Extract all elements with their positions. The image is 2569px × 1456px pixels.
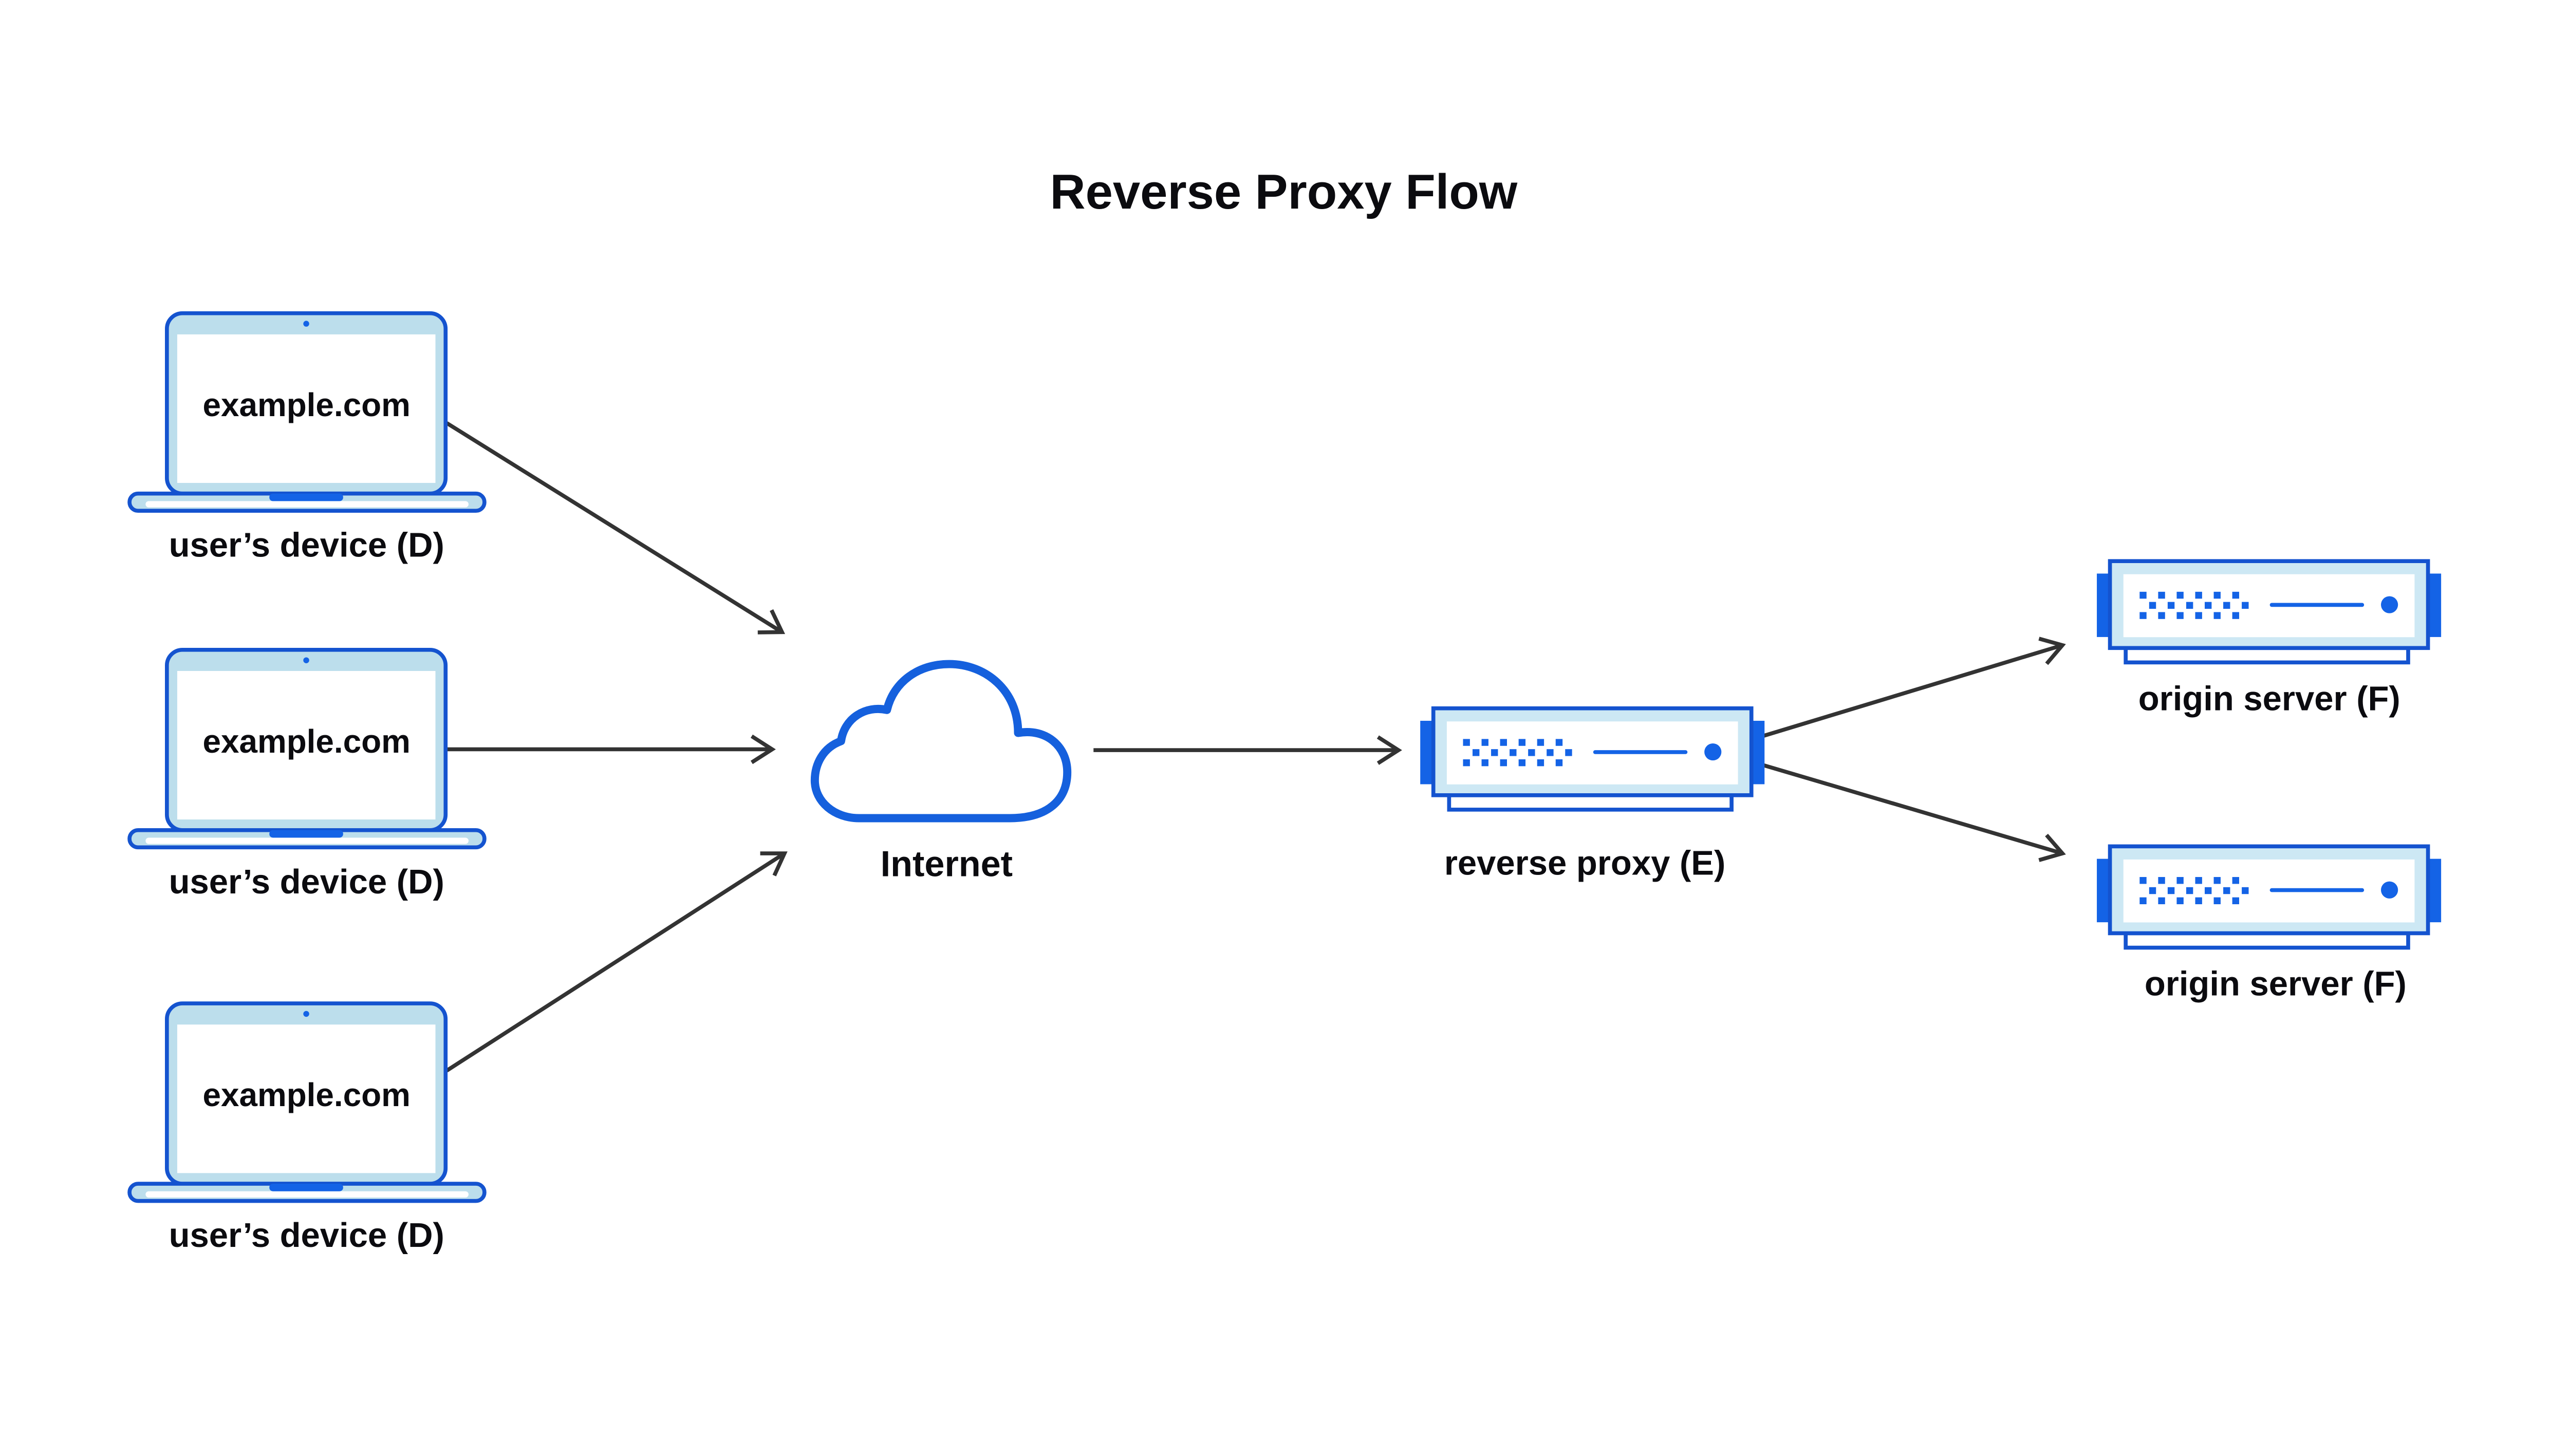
arrowhead-device3-to-internet <box>760 851 788 876</box>
internet-cloud-icon <box>810 660 1072 823</box>
device2-screen-label: example.com <box>203 723 411 760</box>
reverse-proxy-server <box>1420 708 1764 810</box>
device3-label: user’s device (D) <box>169 1216 444 1255</box>
arrow-proxy-to-origin1 <box>1762 643 2063 738</box>
cloud-outline <box>810 660 1072 823</box>
arrowhead-proxy-to-origin1 <box>2038 637 2066 665</box>
origin-server-2 <box>2097 846 2441 947</box>
diagram-labels: Reverse Proxy Flow example.com user’s de… <box>169 164 2407 1255</box>
origin-server-1 <box>2097 561 2441 662</box>
origin-server1-label: origin server (F) <box>2138 679 2400 718</box>
arrowhead-proxy-to-origin2 <box>2038 833 2066 862</box>
arrowhead-device1-to-internet <box>757 609 786 634</box>
arrow-device3-to-internet <box>445 851 786 1073</box>
arrow-proxy-to-origin2 <box>1762 763 2063 855</box>
reverse-proxy-label: reverse proxy (E) <box>1444 844 1725 883</box>
page-title: Reverse Proxy Flow <box>1050 164 1518 219</box>
device3-screen-label: example.com <box>203 1076 411 1113</box>
arrow-device1-to-internet <box>445 421 784 634</box>
origin-server2-label: origin server (F) <box>2145 964 2407 1003</box>
arrowhead-internet-to-proxy <box>1376 735 1402 765</box>
device1-screen-label: example.com <box>203 386 411 423</box>
device2-label: user’s device (D) <box>169 863 444 901</box>
arrowhead-device2-to-internet <box>750 734 776 764</box>
device1-label: user’s device (D) <box>169 526 444 565</box>
internet-label: Internet <box>881 844 1013 884</box>
flow-arrows <box>445 421 2066 1073</box>
